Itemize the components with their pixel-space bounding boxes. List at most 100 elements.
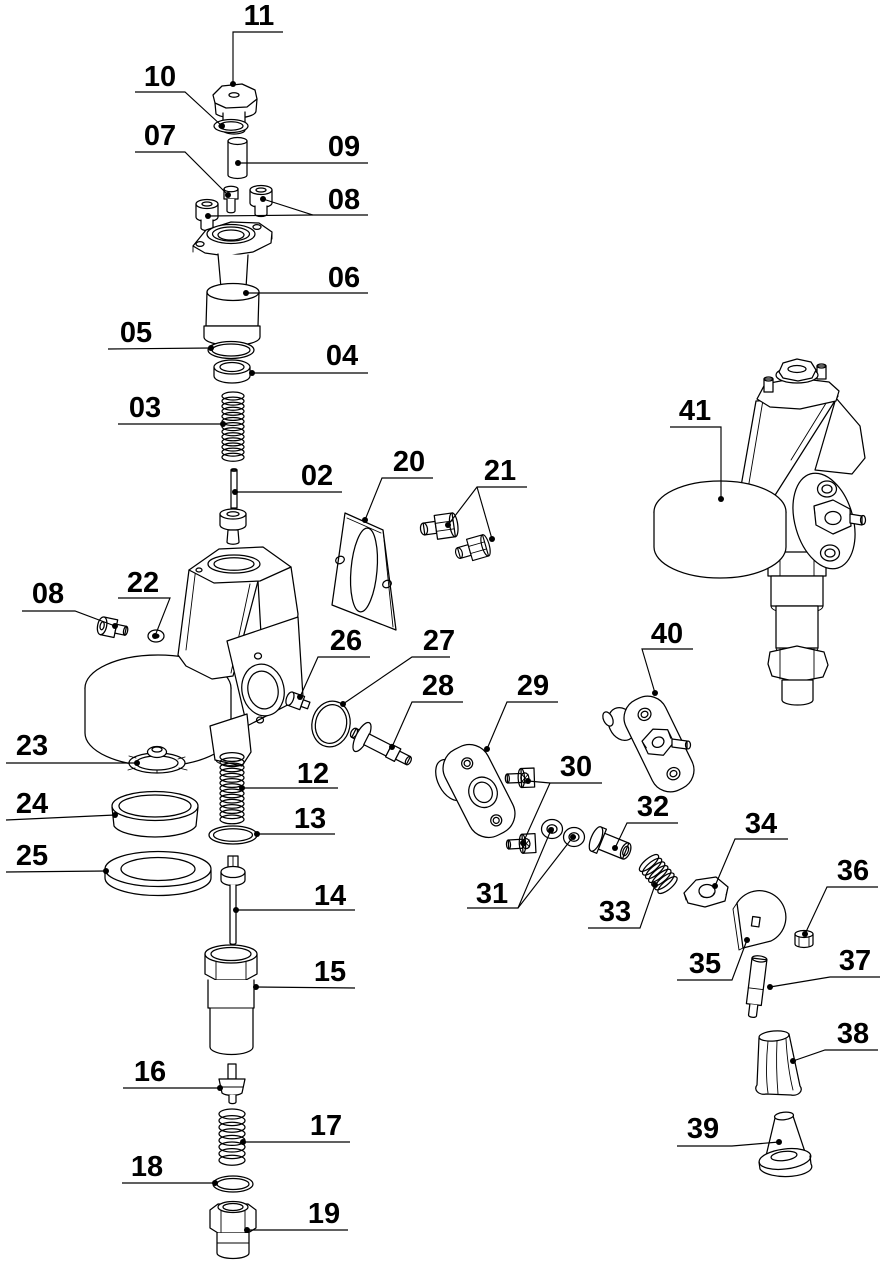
part-04-drawing: [213, 359, 251, 384]
part-callout-20: 20: [362, 446, 433, 523]
part-label-41: 41: [679, 395, 711, 427]
leader-dot: [520, 840, 526, 846]
leader-line: [22, 610, 116, 627]
part-label-37: 37: [839, 945, 871, 977]
part-39-drawing: [758, 1111, 813, 1178]
callout-layer: 0203040506070808091011121314151617181920…: [5, 0, 880, 1233]
part-17-drawing: [218, 1108, 246, 1166]
leader-dot: [205, 213, 211, 219]
part-38-drawing: [755, 1030, 802, 1096]
part-callout-06: 06: [243, 262, 368, 296]
part-23-drawing: [127, 745, 188, 774]
leader-line: [769, 976, 880, 988]
leader-line: [670, 426, 722, 499]
part-callout-25: 25: [5, 840, 109, 874]
part-label-05: 05: [120, 317, 152, 349]
leader-dot: [239, 785, 245, 791]
part-label-23: 23: [16, 730, 48, 762]
part-08-drawing-left: [96, 616, 129, 639]
leader-line: [299, 656, 370, 698]
part-label-03: 03: [129, 392, 161, 424]
leader-line: [677, 1141, 780, 1147]
leader-line: [804, 886, 878, 935]
leader-dot: [217, 1085, 223, 1091]
leader-dot: [652, 690, 658, 696]
part-label-32: 32: [637, 791, 669, 823]
leader-dot: [220, 421, 226, 427]
part-callout-27: 27: [340, 625, 455, 707]
part-callout-36: 36: [802, 855, 878, 937]
part-callout-15: 15: [253, 956, 356, 990]
part-label-26: 26: [330, 625, 362, 657]
leader-dot: [230, 81, 236, 87]
part-callout-24: 24: [5, 788, 118, 821]
leader-dot: [712, 883, 718, 889]
part-20-drawing: [331, 512, 397, 631]
part-label-29: 29: [517, 670, 549, 702]
leader-line: [364, 477, 433, 521]
part-callout-21: 21: [445, 455, 527, 542]
pump-body-drawing: [84, 546, 304, 767]
leader-dot: [134, 760, 140, 766]
leader-line: [517, 836, 574, 909]
part-callout-08-left: 08: [22, 578, 118, 629]
part-label-18: 18: [131, 1151, 163, 1183]
part-label-16: 16: [134, 1056, 166, 1088]
part-07-drawing: [223, 185, 239, 214]
part-callout-11: 11: [230, 0, 283, 87]
part-label-40: 40: [651, 618, 683, 650]
part-33-drawing: [638, 853, 678, 895]
part-callout-35: 35: [677, 937, 750, 981]
part-label-34: 34: [745, 808, 777, 840]
leader-dot: [240, 1139, 246, 1145]
leader-dot: [776, 1139, 782, 1145]
part-callout-31: 31: [467, 827, 576, 910]
part-label-06: 06: [328, 262, 360, 294]
leader-dot: [790, 1058, 796, 1064]
part-label-30: 30: [560, 751, 592, 783]
part-41-drawing: [653, 358, 867, 706]
part-callout-02: 02: [232, 460, 342, 495]
part-label-02: 02: [301, 460, 333, 492]
part-03-drawing: [221, 391, 245, 462]
part-callout-17: 17: [240, 1110, 350, 1145]
leader-dot: [244, 1227, 250, 1233]
part-08-drawing-top: [195, 184, 273, 232]
leader-dot: [254, 831, 260, 837]
part-label-31: 31: [476, 878, 508, 910]
leader-line: [447, 486, 527, 526]
part-callout-37: 37: [767, 945, 880, 990]
leader-line: [476, 486, 493, 540]
part-callout-13: 13: [254, 803, 335, 837]
leader-line: [207, 214, 314, 217]
leader-line: [135, 91, 223, 127]
part-callout-12: 12: [239, 758, 338, 791]
part-15-drawing: [204, 944, 258, 1056]
part-40-drawing: [602, 695, 695, 793]
leader-dot: [548, 827, 554, 833]
leader-dot: [362, 517, 368, 523]
leader-dot: [489, 536, 495, 542]
part-24-drawing: [111, 790, 199, 838]
leader-line: [641, 648, 693, 694]
part-callout-05: 05: [107, 317, 214, 351]
leader-dot: [744, 937, 750, 943]
part-callout-19: 19: [244, 1198, 348, 1233]
leader-line: [107, 347, 212, 350]
part-callout-26: 26: [297, 625, 370, 700]
leader-line: [5, 870, 107, 873]
part-12-drawing: [219, 751, 245, 825]
leader-dot: [612, 845, 618, 851]
leader-line: [5, 814, 116, 821]
part-label-21: 21: [484, 455, 516, 487]
part-callout-16: 16: [123, 1056, 223, 1091]
leader-dot: [718, 496, 724, 502]
part-callout-29: 29: [484, 670, 558, 752]
part-callout-38: 38: [790, 1018, 878, 1064]
part-10-drawing: [213, 118, 249, 134]
part-37-drawing: [745, 955, 768, 1018]
part-callout-40: 40: [641, 618, 693, 696]
part-label-07: 07: [144, 120, 176, 152]
part-callout-04: 04: [249, 340, 368, 376]
